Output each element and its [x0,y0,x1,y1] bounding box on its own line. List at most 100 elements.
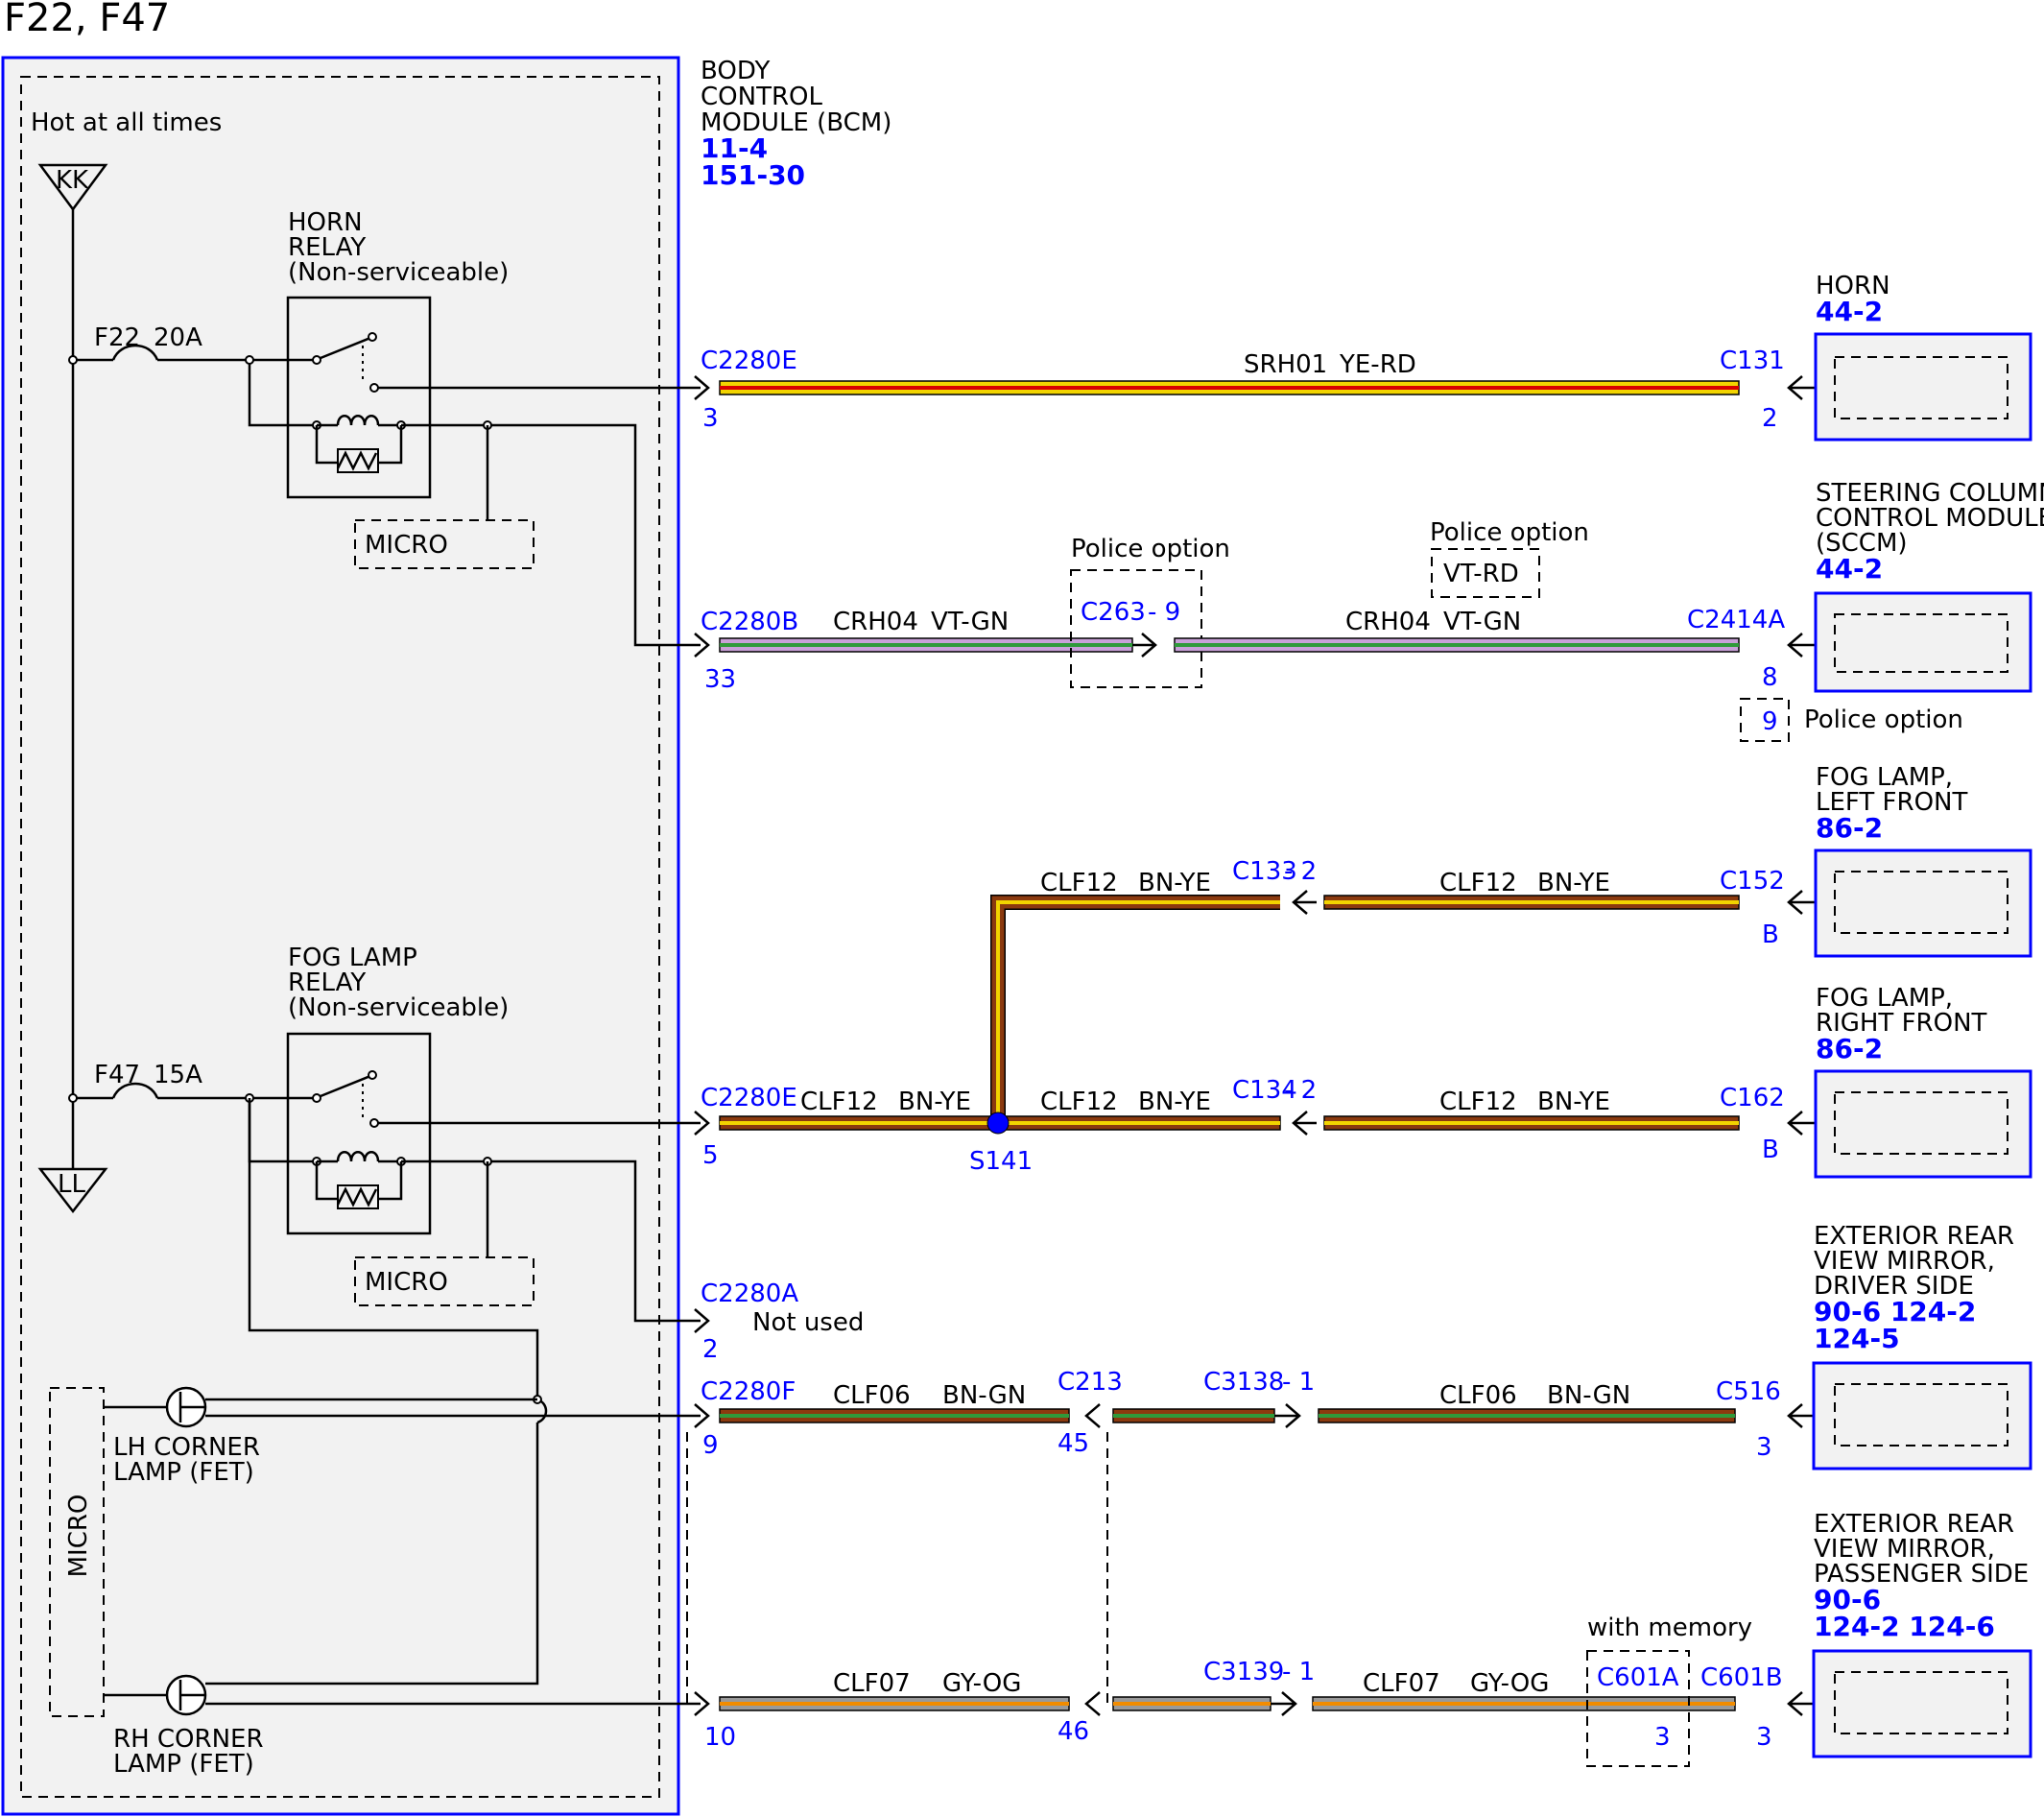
c3139-pin: - 1 [1282,1658,1315,1686]
c263-police-box [1070,569,1202,688]
mirror-driver-component [1812,1361,2032,1470]
c134-arrow [1292,1111,1317,1136]
c263-connector[interactable]: C263 [1081,598,1146,627]
c134-pin: - 2 [1284,1076,1317,1105]
c3138-connector[interactable]: C3138 [1203,1368,1284,1397]
f47-fuse-icon [111,1082,159,1099]
svg-text:VIEW MIRROR,: VIEW MIRROR, [1814,1247,1995,1276]
fog-rf-end-pin: B [1762,1136,1779,1164]
svg-text:(Non-serviceable): (Non-serviceable) [288,258,509,287]
fog-lf-circuit-id-2: CLF12 [1439,869,1517,897]
mirror-pass-wire-segment-3 [1312,1696,1736,1711]
f22-feed [73,358,317,427]
fog-bcm-pin: 5 [702,1141,719,1170]
fog-lf-end-connector[interactable]: C152 [1720,867,1785,896]
sccm-circuit-id-2: CRH04 [1345,608,1431,636]
sccm-police-pin-box [1740,698,1790,742]
c133-pin: - 2 [1284,857,1317,886]
sccm-end-connector[interactable]: C2414A [1687,606,1785,634]
mirror-pass-end-connector[interactable]: C601B [1700,1663,1783,1692]
horn-end-pin: 2 [1762,404,1778,433]
mirror-pass-bcm-pin: 10 [704,1723,736,1752]
mirror-driver-circuit-id-2: CLF06 [1439,1381,1517,1410]
svg-text:RELAY: RELAY [288,233,366,262]
c3138-arrow [1274,1403,1301,1428]
lh-corner-fet [104,1386,701,1428]
fog-rf-ref-link[interactable]: 86-2 [1816,1033,1883,1064]
bcm-ref-link[interactable]: 11-4 [701,132,768,164]
svg-text:STEERING COLUMN: STEERING COLUMN [1816,479,2044,508]
svg-text:MODULE (BCM): MODULE (BCM) [701,108,891,137]
unused-bcm-connector[interactable]: C2280A [701,1279,798,1308]
c263-arrow [1132,633,1157,657]
mirror-pass-component [1812,1649,2032,1758]
svg-text:FOG LAMP,: FOG LAMP, [1816,763,1953,792]
mirror-driver-ref-link[interactable]: 124-5 [1814,1323,1900,1354]
fog-lf-wire-color-1: BN-YE [1138,869,1211,897]
c3139-connector[interactable]: C3139 [1203,1658,1284,1686]
fog-rf-wire-color-1: BN-YE [1138,1088,1211,1116]
fog-rf-circuit-id-1: CLF12 [1040,1088,1118,1116]
fog-lf-ref-link[interactable]: 86-2 [1816,812,1883,844]
corner-lamp-feed [205,1098,539,1686]
svg-text:FOG LAMP,: FOG LAMP, [1816,984,1953,1013]
fog-relay-label: FOG LAMP RELAY (Non-serviceable) [288,944,509,1022]
police-option-label-1: Police option [1071,535,1230,563]
sccm-bcm-connector[interactable]: C2280B [701,608,798,636]
mirror-driver-wire-stripe-2 [1113,1414,1274,1418]
micro-corner-box [49,1387,105,1717]
horn-ref-link[interactable]: 44-2 [1816,296,1883,327]
mirror-pass-wire-color-2: GY-OG [1470,1669,1549,1698]
fog-lf-component [1814,849,2032,958]
horn-relay [286,296,432,499]
mirror-pass-wire-segment-2 [1112,1696,1272,1711]
bcm-ref-link[interactable]: 151-30 [701,159,805,191]
f47-rating: 15A [154,1061,202,1089]
svg-text:CONTROL MODULE: CONTROL MODULE [1816,504,2044,533]
svg-text:LAMP (FET): LAMP (FET) [113,1750,254,1779]
horn-end-connector[interactable]: C131 [1720,347,1785,375]
svg-text:VIEW MIRROR,: VIEW MIRROR, [1814,1535,1995,1564]
mirror-driver-circuit-id-1: CLF06 [833,1381,911,1410]
lh-corner-label: LH CORNER LAMP (FET) [113,1433,260,1487]
sccm-wire-segment-1 [719,637,1133,653]
fog-rf-end-connector[interactable]: C162 [1720,1084,1785,1112]
horn-bcm-connector[interactable]: C2280E [701,347,797,375]
horn-component [1814,332,2032,442]
svg-text:LAMP (FET): LAMP (FET) [113,1458,254,1487]
mirror-pass-ref-link[interactable]: 124-2 124-6 [1814,1611,1995,1642]
c133-connector[interactable]: C133 [1232,857,1297,886]
svg-text:RIGHT FRONT: RIGHT FRONT [1816,1009,1987,1038]
c213-connector[interactable]: C213 [1058,1368,1123,1397]
mirror-driver-bcm-connector[interactable]: C2280F [701,1377,796,1406]
rh-corner-fet [104,1674,701,1716]
mirror-driver-wire-color-1: BN-GN [942,1381,1026,1410]
mirror-driver-end-connector[interactable]: C516 [1716,1377,1781,1406]
fog-rf-circuit-id-2: CLF12 [1439,1088,1517,1116]
svg-text:LEFT FRONT: LEFT FRONT [1816,788,1967,817]
fog-wire-color-bcm: BN-YE [898,1088,971,1116]
mirror-pass-circuit-id-1: CLF07 [833,1669,911,1698]
mirror-pass-wire-segment-1 [719,1696,1070,1711]
c601a-connector[interactable]: C601A [1597,1663,1679,1692]
page-title: F22, F47 [4,0,170,40]
svg-text:KK: KK [56,166,89,195]
f22-label: F22 [94,323,140,352]
svg-text:EXTERIOR REAR: EXTERIOR REAR [1814,1222,2014,1251]
mirror-pass-ref-link[interactable]: 90-6 [1814,1584,1881,1615]
f22-fuse-icon [111,344,159,361]
micro-fog-box [354,1256,535,1306]
fog-rf-wire-color-2: BN-YE [1537,1088,1610,1116]
sccm-name: STEERING COLUMN CONTROL MODULE (SCCM) [1816,479,2044,558]
mirror-driver-wire-color-2: BN-GN [1547,1381,1630,1410]
fog-bcm-connector[interactable]: C2280E [701,1084,797,1112]
sccm-wire-color-2: VT-GN [1443,608,1521,636]
sccm-ref-link[interactable]: 44-2 [1816,553,1883,585]
mirror-driver-ref-link[interactable]: 90-6 124-2 [1814,1296,1976,1327]
fog-lf-circuit-id-1: CLF12 [1040,869,1118,897]
c213-arrow [1084,1403,1101,1428]
police-option-label-3: Police option [1804,705,1963,734]
c213-housing-outline [686,1432,1108,1704]
c134-connector[interactable]: C134 [1232,1076,1297,1105]
sccm-wire-color-1: VT-GN [931,608,1009,636]
